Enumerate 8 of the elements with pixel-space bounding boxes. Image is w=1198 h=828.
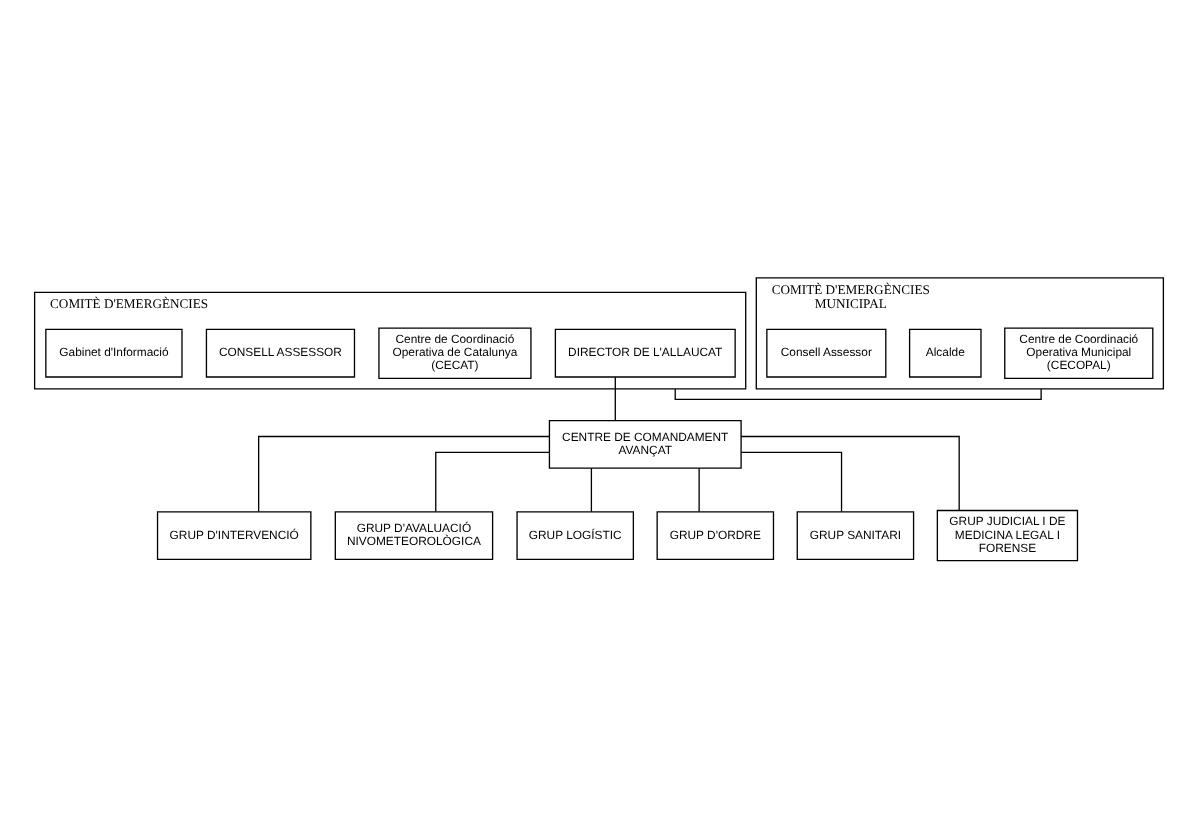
- connector: [674, 388, 1042, 401]
- connector: [740, 435, 960, 511]
- connector: [590, 467, 593, 513]
- connector: [698, 467, 700, 513]
- connector: [614, 376, 616, 421]
- connector: [258, 435, 550, 513]
- connector: [740, 451, 843, 513]
- connector: [435, 451, 550, 513]
